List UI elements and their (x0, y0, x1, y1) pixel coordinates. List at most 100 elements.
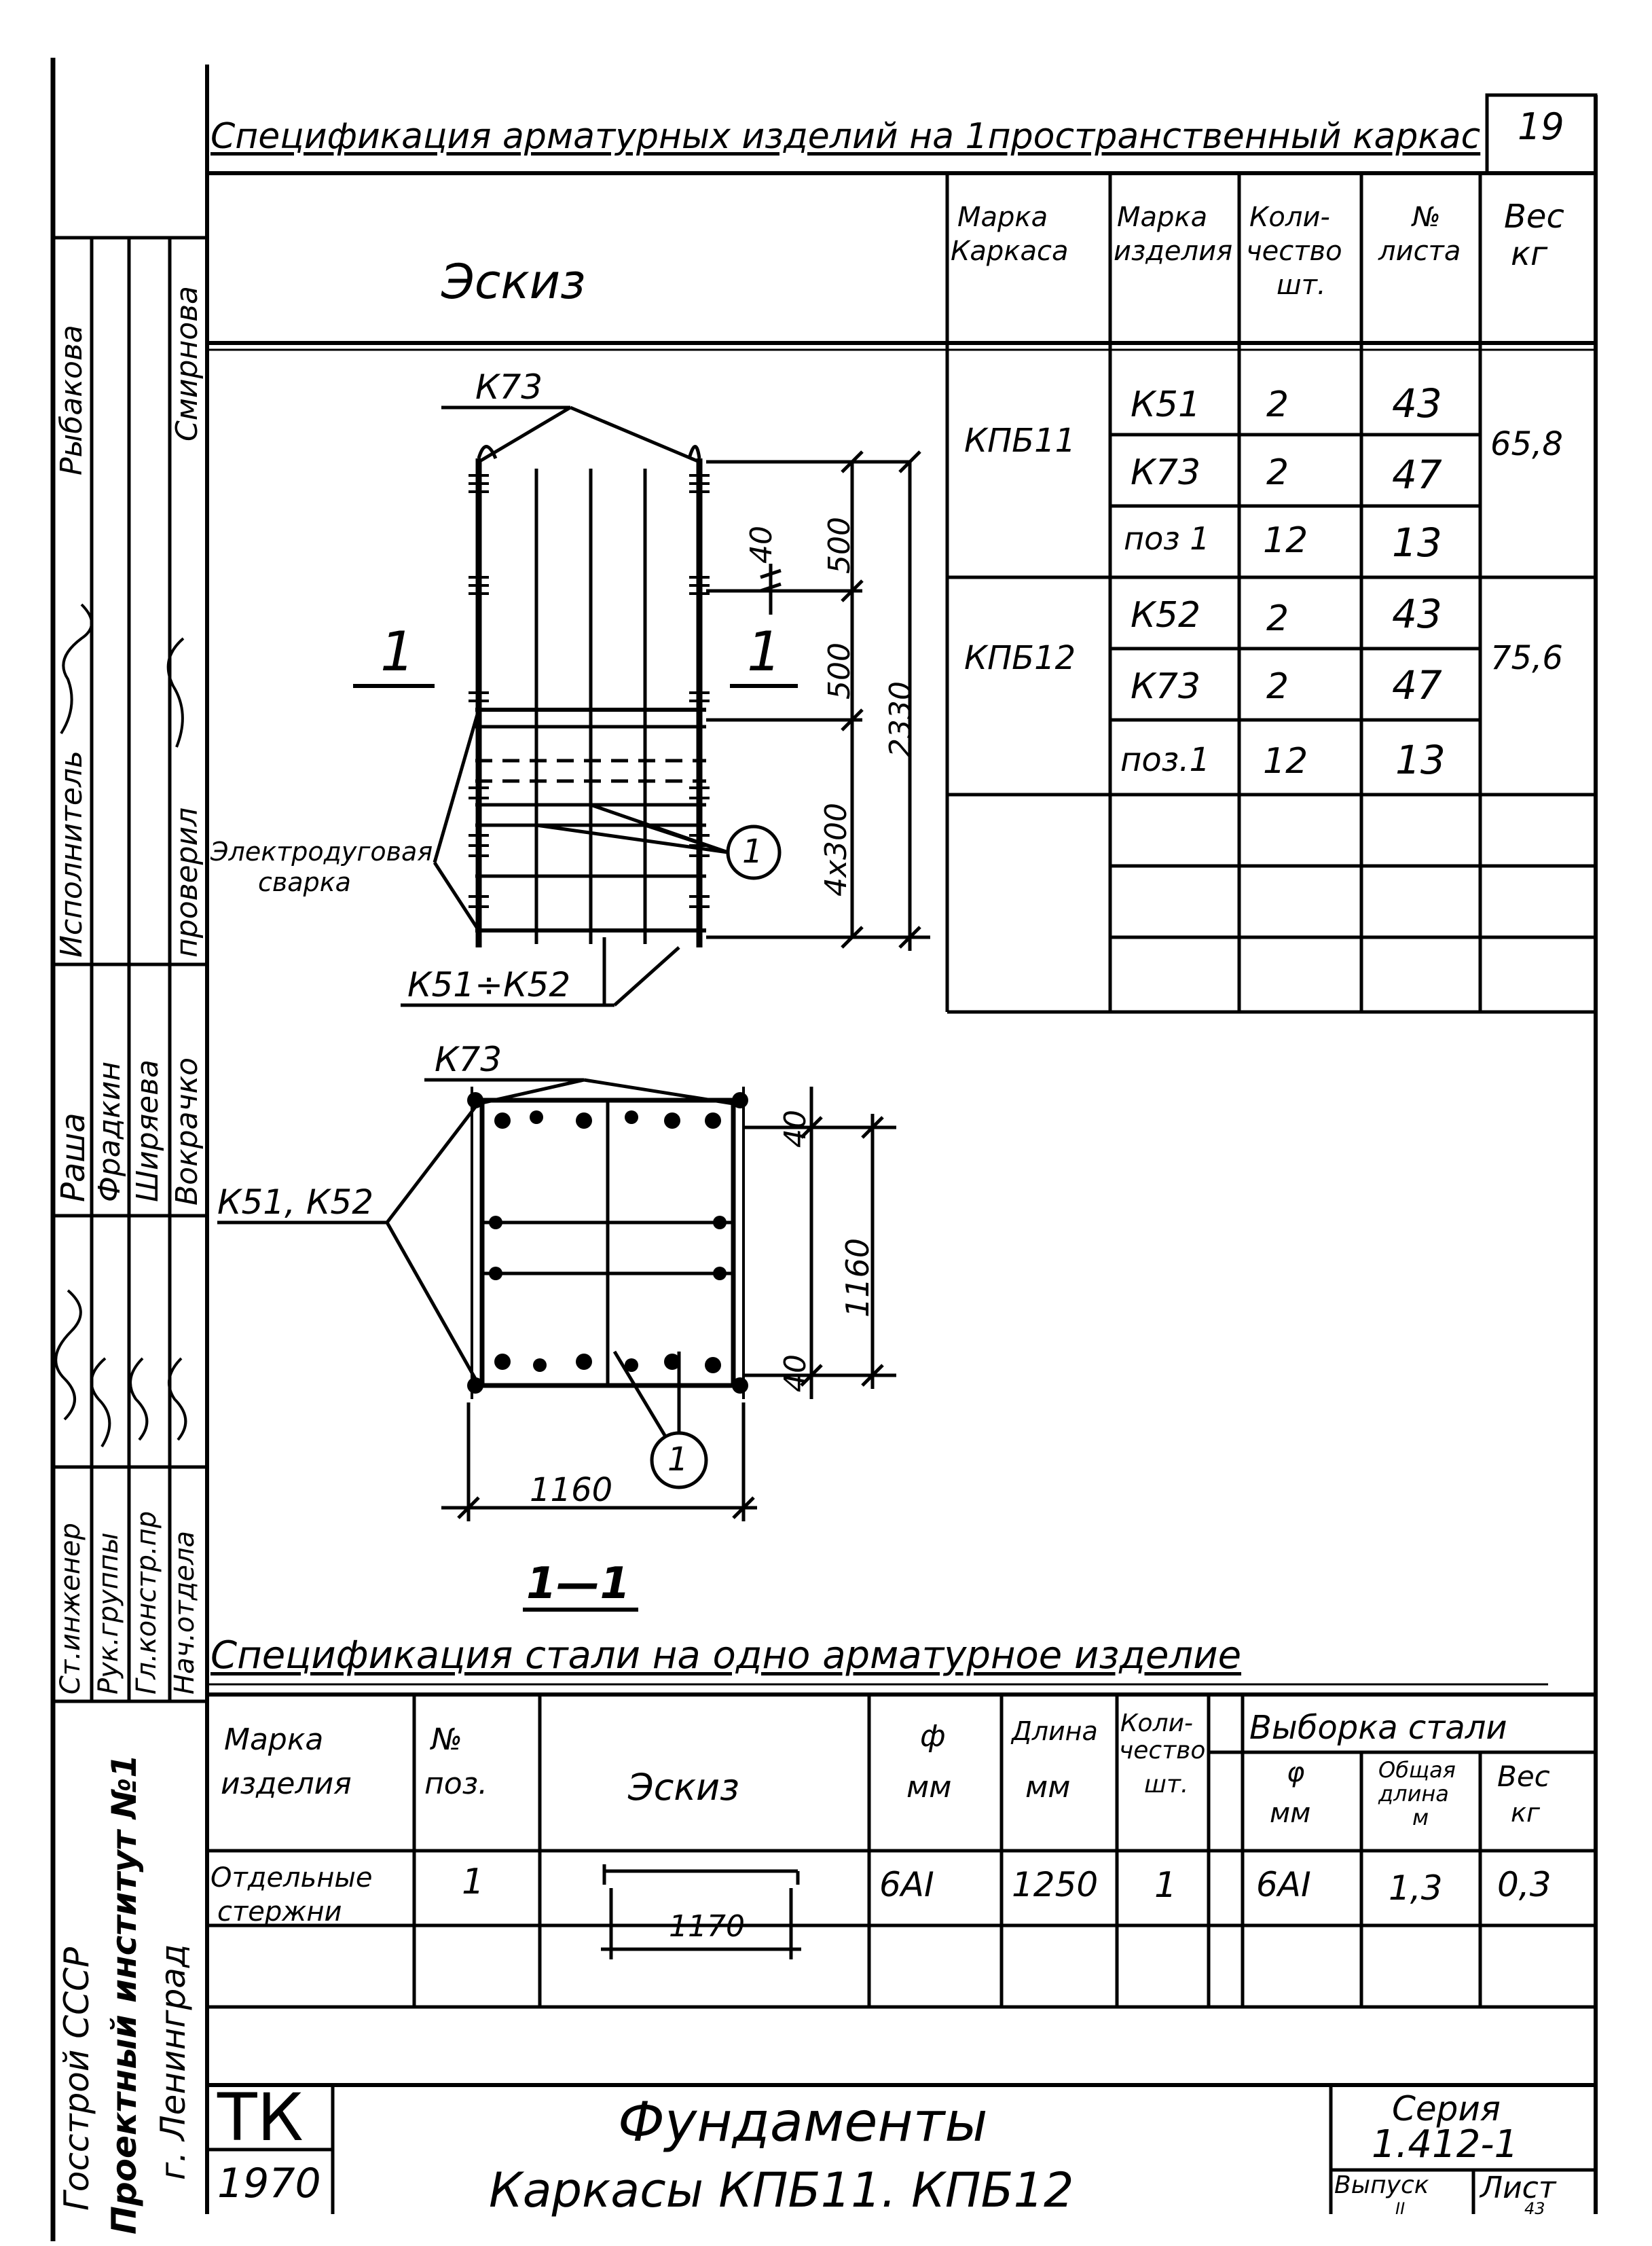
section-mark-right: 1 (747, 620, 782, 683)
sheet-g2-r3: 13 (1395, 737, 1446, 783)
k73-label: К73 (475, 367, 543, 407)
ss-item-2: стержни (217, 1896, 342, 1927)
sheet-g2-r2: 47 (1392, 662, 1442, 708)
ss-diam-h2: мм (906, 1770, 952, 1805)
sketch-header: Эскиз (441, 254, 586, 310)
ss-length-h2: мм (1025, 1770, 1071, 1805)
ss-pos-h2: поз. (424, 1767, 488, 1801)
series-label: Серия (1392, 2089, 1501, 2129)
frame-mark-h1: Марка (957, 202, 1048, 233)
sheet-g2-r1: 43 (1392, 591, 1442, 637)
ss-length: 1250 (1012, 1865, 1099, 1904)
ss-sdiam-h1: φ (1287, 1757, 1305, 1788)
qty-h1: Коли- (1249, 202, 1330, 233)
sheet-g1-r3: 13 (1392, 520, 1442, 566)
ss-item-1: Отдельные (210, 1862, 373, 1894)
year-label: 1970 (217, 2160, 321, 2207)
ss-qty-h1: Коли- (1120, 1709, 1193, 1737)
ss-sketch-h: Эскиз (628, 1766, 739, 1809)
qty-h2: чество (1246, 236, 1342, 267)
ss-qty: 1 (1154, 1865, 1177, 1906)
signature-marks (54, 603, 187, 1448)
steel-spec-title: Спецификация стали на одно арматурное из… (210, 1633, 1242, 1678)
ss-sweight-h2: кг (1511, 1798, 1540, 1828)
item-g2-r3: поз.1 (1120, 741, 1211, 779)
plan-dim-1160-h: 1160 (530, 1471, 613, 1509)
ss-sweight-h1: Вес (1497, 1760, 1550, 1793)
ss-pos-h1: № (431, 1722, 462, 1757)
ss-sdiam-h2: мм (1270, 1798, 1311, 1829)
issue-label: Выпуск (1334, 2171, 1429, 2199)
issue-value: II (1395, 2199, 1406, 2218)
bar-sketch (601, 1864, 801, 1959)
title-label: Фундаменты (618, 2090, 988, 2154)
sheet-h1: № (1412, 202, 1441, 233)
weight-kpb11: 65,8 (1490, 425, 1563, 463)
sheet-g1-r2: 47 (1392, 452, 1442, 498)
signature-4 (90, 1357, 111, 1448)
ss-item-h2: изделия (221, 1767, 352, 1801)
frame-kpb12: КПБ12 (964, 639, 1076, 677)
item-mark-h1: Марка (1117, 202, 1208, 233)
item-mark-h2: изделия (1114, 236, 1233, 267)
qty-g2-r1: 2 (1266, 598, 1289, 639)
ss-qty-h3: шт. (1144, 1771, 1189, 1798)
item-g2-r1: К52 (1131, 595, 1201, 636)
ss-diam-h1: ф (920, 1719, 946, 1754)
qty-g2-r3: 12 (1263, 741, 1308, 782)
tk-label: ТК (217, 2080, 304, 2156)
item-g1-r1: К51 (1131, 384, 1201, 425)
weight-kpb12: 75,6 (1490, 639, 1563, 677)
sheet-label: Лист (1480, 2171, 1556, 2205)
frame-mark-h2: Каркаса (951, 236, 1069, 267)
signature-2 (166, 637, 185, 748)
sheet-value: 43 (1524, 2199, 1545, 2218)
item-g1-r2: К73 (1131, 452, 1201, 493)
item-g2-r2: К73 (1131, 666, 1201, 707)
weight-h2: кг (1511, 235, 1548, 273)
ss-slen-h3: м (1412, 1805, 1429, 1830)
signature-5 (129, 1357, 149, 1441)
weld-label-2: сварка (258, 867, 351, 897)
ss-slen: 1,3 (1389, 1868, 1443, 1908)
sheet-h2: листа (1378, 236, 1461, 267)
k73-plan-label: К73 (435, 1040, 502, 1079)
ss-sampling-h: Выборка стали (1249, 1709, 1507, 1747)
qty-g2-r2: 2 (1266, 666, 1289, 707)
sheet-g1-r1: 43 (1392, 380, 1442, 427)
callout-1: 1 (742, 833, 763, 871)
signature-6 (168, 1357, 187, 1441)
ss-qty-h2: чество (1119, 1737, 1206, 1764)
k51-k52-plan-label: К51, К52 (217, 1182, 374, 1222)
qty-g1-r2: 2 (1266, 452, 1289, 493)
subtitle-label: Каркасы КПБ11. КПБ12 (489, 2162, 1074, 2218)
ss-sweight: 0,3 (1497, 1865, 1552, 1904)
ss-item-h1: Марка (224, 1722, 324, 1757)
ss-diam: 6АI (879, 1865, 934, 1904)
ss-slen-h1: Общая (1378, 1757, 1456, 1783)
elevation-view (353, 405, 930, 1007)
ss-sdiam: 6АI (1256, 1865, 1311, 1904)
page-number: 19 (1518, 105, 1564, 148)
qty-h3: шт. (1277, 270, 1326, 301)
section-title: 1—1 (526, 1559, 631, 1609)
weld-label-1: Электродуговая (210, 837, 433, 867)
ss-slen-h2: длина (1378, 1781, 1449, 1807)
weight-h1: Вес (1504, 198, 1564, 236)
ss-sketch-dim: 1170 (669, 1909, 745, 1944)
plan-view (217, 1078, 896, 1612)
callout-1-plan: 1 (667, 1441, 689, 1479)
item-g1-r3: поз 1 (1124, 520, 1210, 557)
k51-k52-range: К51÷К52 (407, 965, 571, 1004)
signature-1 (60, 603, 93, 735)
ss-length-h1: Длина (1012, 1716, 1098, 1746)
spec-title: Спецификация арматурных изделий на 1прос… (210, 116, 1481, 157)
ss-pos: 1 (462, 1862, 485, 1902)
signature-3 (54, 1289, 82, 1421)
qty-g1-r3: 12 (1263, 520, 1308, 561)
frame-kpb11: КПБ11 (964, 422, 1076, 460)
series-value: 1.412-1 (1372, 2122, 1519, 2167)
qty-g1-r1: 2 (1266, 384, 1289, 425)
